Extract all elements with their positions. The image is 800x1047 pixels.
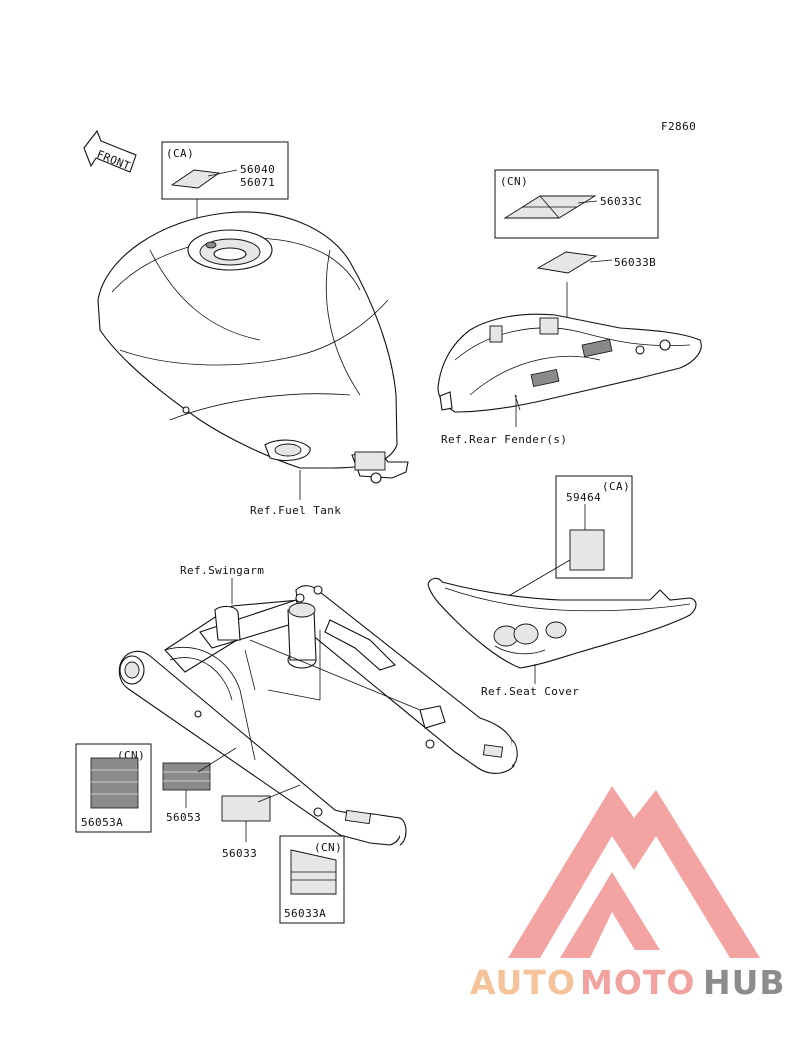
ref-swingarm: Ref.Swingarm	[180, 564, 264, 577]
watermark-text: AUTO MOTO HUB	[470, 963, 786, 1002]
part-number-56040: 56040	[240, 163, 275, 176]
region-ca-2: (CA)	[602, 480, 630, 493]
seat-cover	[427, 577, 697, 684]
ref-fuel-tank: Ref.Fuel Tank	[250, 504, 341, 517]
watermark-auto: AUTO	[470, 963, 576, 1002]
fuel-tank	[97, 211, 409, 500]
label-box-59464: (CA) 59464	[504, 475, 633, 599]
label-sticker-59464	[569, 529, 605, 571]
region-cn-3: (CN)	[314, 841, 342, 854]
watermark-moto: MOTO	[580, 963, 695, 1002]
swingarm	[118, 585, 518, 846]
region-ca-1: (CA)	[166, 147, 194, 160]
region-cn-1: (CN)	[500, 175, 528, 188]
watermark-hub: HUB	[703, 963, 786, 1002]
label-sticker-56033: 56033	[221, 784, 301, 860]
label-sticker-56033b: 56033B	[536, 251, 656, 332]
part-number-56033b: 56033B	[614, 256, 656, 269]
part-number-56053a: 56053A	[81, 816, 123, 829]
part-number-56071: 56071	[240, 176, 275, 189]
part-number-56033: 56033	[222, 847, 257, 860]
part-number-56033a: 56033A	[284, 907, 326, 920]
label-box-56053a: (CN) 56053A	[75, 743, 152, 833]
ref-seat-cover: Ref.Seat Cover	[481, 685, 579, 698]
watermark-logo-icon	[508, 786, 760, 958]
label-sticker-56040	[170, 169, 221, 189]
label-box-56033a: (CN) 56033A	[279, 835, 345, 924]
rear-fender	[437, 313, 702, 427]
label-box-56033c: (CN) 56033C	[494, 169, 659, 239]
figure-code: F2860	[661, 120, 696, 133]
part-number-56033c: 56033C	[600, 195, 642, 208]
part-number-56053: 56053	[166, 811, 201, 824]
part-number-59464: 59464	[566, 491, 601, 504]
front-arrow-icon: FRONT	[83, 129, 137, 173]
label-sticker-56053: 56053	[162, 747, 237, 824]
label-sticker-56053a	[90, 757, 139, 809]
ref-rear-fender: Ref.Rear Fender(s)	[441, 433, 567, 446]
label-sticker-56033a	[290, 849, 337, 895]
label-box-56040: (CA) 56040 56071	[161, 141, 289, 235]
